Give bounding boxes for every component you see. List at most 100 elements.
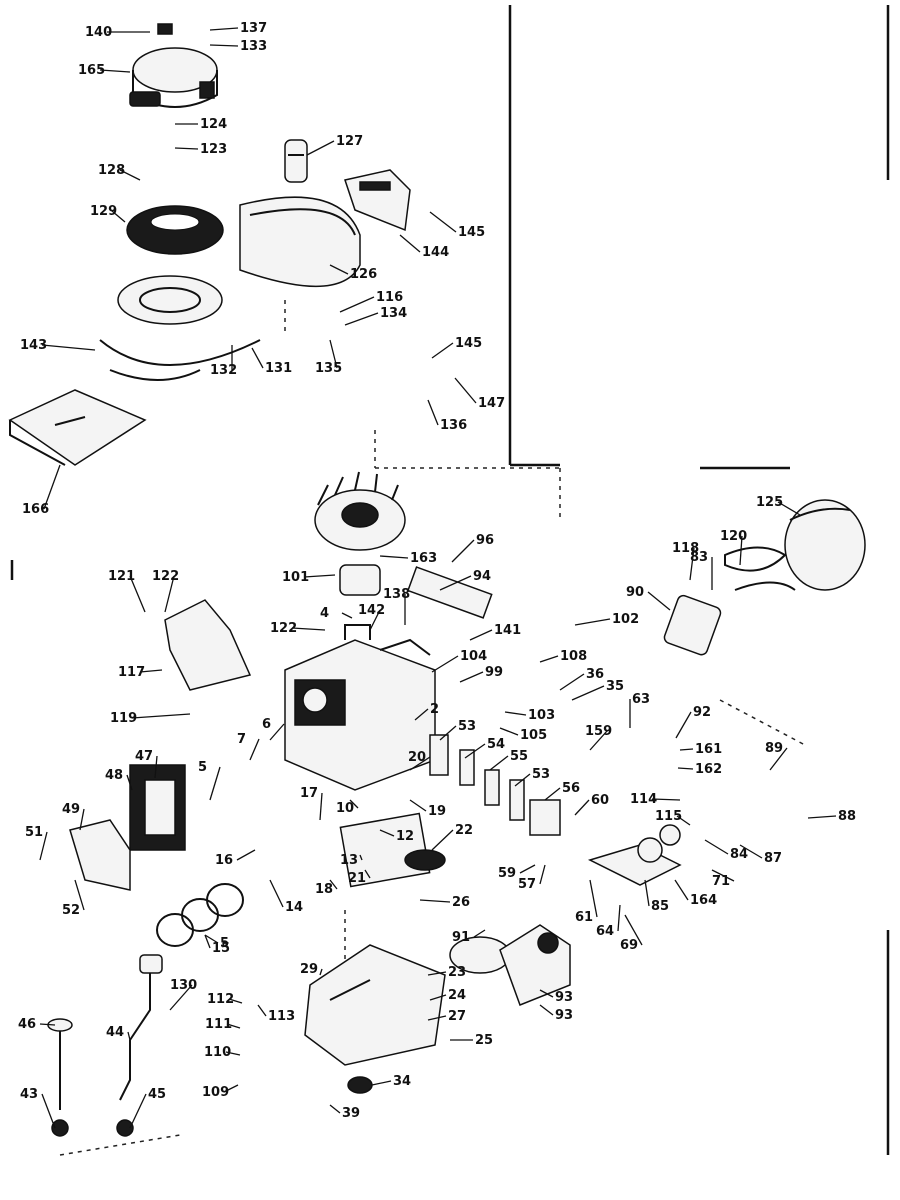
crankshaft (339, 812, 446, 888)
callout-leader (504, 711, 527, 716)
callout-leader (169, 984, 193, 1011)
callout-leader (204, 934, 219, 944)
part-number-callout: 138 (383, 587, 410, 602)
callout-leader (647, 591, 671, 611)
part-number-callout: 15 (212, 941, 230, 956)
part-number-callout: 140 (85, 25, 112, 40)
part-number-callout: 48 (105, 768, 123, 783)
callout-leader (427, 971, 447, 976)
callout-leader (489, 755, 509, 771)
callout-leader (341, 612, 353, 619)
part-number-callout: 125 (756, 495, 783, 510)
callout-leader (429, 211, 457, 233)
callout-leader (339, 296, 375, 313)
part-number-callout: 18 (315, 882, 333, 897)
part-number-callout: 89 (765, 741, 783, 756)
part-number-callout: 35 (606, 679, 624, 694)
cylinder-head (129, 764, 186, 851)
callout-leader (269, 723, 285, 741)
callout-leader (427, 1015, 447, 1021)
callout-leader (99, 69, 131, 73)
callout-leader (319, 968, 323, 976)
callout-leader (469, 629, 493, 641)
callout-leader (676, 815, 691, 826)
part-number-callout: 46 (18, 1017, 36, 1032)
engine-block (284, 624, 436, 791)
callout-leader (807, 815, 837, 819)
callout-leader (306, 140, 335, 156)
part-number-callout: 102 (612, 612, 639, 627)
part-number-callout: 143 (20, 338, 47, 353)
fuel-cap (284, 139, 308, 183)
part-number-callout: 53 (458, 719, 476, 734)
callout-leader (464, 743, 486, 759)
part-number-callout: 93 (555, 990, 573, 1005)
callout-leader (539, 1004, 554, 1016)
part-number-callout: 44 (106, 1025, 124, 1040)
part-number-callout: 145 (455, 336, 482, 351)
callout-leader (379, 829, 395, 837)
callout-leader (329, 1104, 341, 1114)
part-number-callout: 101 (282, 570, 309, 585)
callout-leader (228, 998, 243, 1004)
callout-leader (127, 1031, 131, 1041)
part-number-callout: 19 (428, 804, 446, 819)
part-number-callout: 39 (342, 1106, 360, 1121)
callout-leader (371, 1080, 392, 1086)
callout-leader (589, 730, 608, 751)
callout-leader (249, 738, 260, 761)
part-number-callout: 136 (440, 418, 467, 433)
callout-leader (119, 169, 141, 181)
part-number-callout: 128 (98, 163, 125, 178)
part-number-callout: 161 (695, 742, 722, 757)
callout-leader (439, 725, 457, 741)
part-number-callout: 145 (458, 225, 485, 240)
callout-leader (43, 464, 61, 510)
callout-leader (329, 879, 338, 890)
part-number-callout: 64 (596, 924, 614, 939)
callout-leader (739, 535, 743, 566)
callout-leader (544, 787, 561, 801)
ignition-module (339, 564, 493, 619)
callout-leader (539, 655, 559, 663)
callout-leader (674, 879, 689, 901)
part-number-callout: 49 (62, 802, 80, 817)
part-number-callout: 118 (672, 541, 699, 556)
part-number-callout: 159 (585, 724, 612, 739)
part-number-callout: 71 (712, 874, 730, 889)
part-number-callout: 121 (108, 569, 135, 584)
part-number-callout: 119 (110, 711, 137, 726)
callout-leader (359, 854, 363, 861)
callout-leader (414, 708, 429, 721)
part-number-callout: 47 (135, 749, 153, 764)
callout-leader (131, 713, 191, 719)
part-number-callout: 88 (838, 809, 856, 824)
part-number-callout: 144 (422, 245, 449, 260)
part-number-callout: 20 (408, 750, 426, 765)
callout-leader (204, 934, 211, 949)
callout-leader (209, 27, 239, 31)
callout-leader (329, 339, 338, 369)
callout-leader (74, 879, 85, 911)
air-filter-element (126, 205, 224, 255)
part-number-callout: 34 (393, 1074, 411, 1089)
callout-leader (514, 773, 531, 787)
callout-leader (209, 766, 221, 801)
callout-leader (473, 929, 486, 938)
callout-leader (226, 1023, 241, 1029)
callout-leader (291, 627, 326, 631)
callout-leader (675, 711, 692, 739)
part-number-callout: 131 (265, 361, 292, 376)
callout-leader (711, 869, 735, 882)
part-number-callout: 108 (560, 649, 587, 664)
part-number-callout: 115 (655, 809, 682, 824)
part-number-callout: 45 (148, 1087, 166, 1102)
part-number-callout: 51 (25, 825, 43, 840)
part-number-callout: 129 (90, 204, 117, 219)
part-number-callout: 83 (690, 550, 708, 565)
part-number-callout: 134 (380, 306, 407, 321)
part-number-callout: 63 (632, 692, 650, 707)
callout-leader (129, 575, 146, 613)
part-number-callout: 22 (455, 823, 473, 838)
callout-leader (644, 879, 650, 907)
